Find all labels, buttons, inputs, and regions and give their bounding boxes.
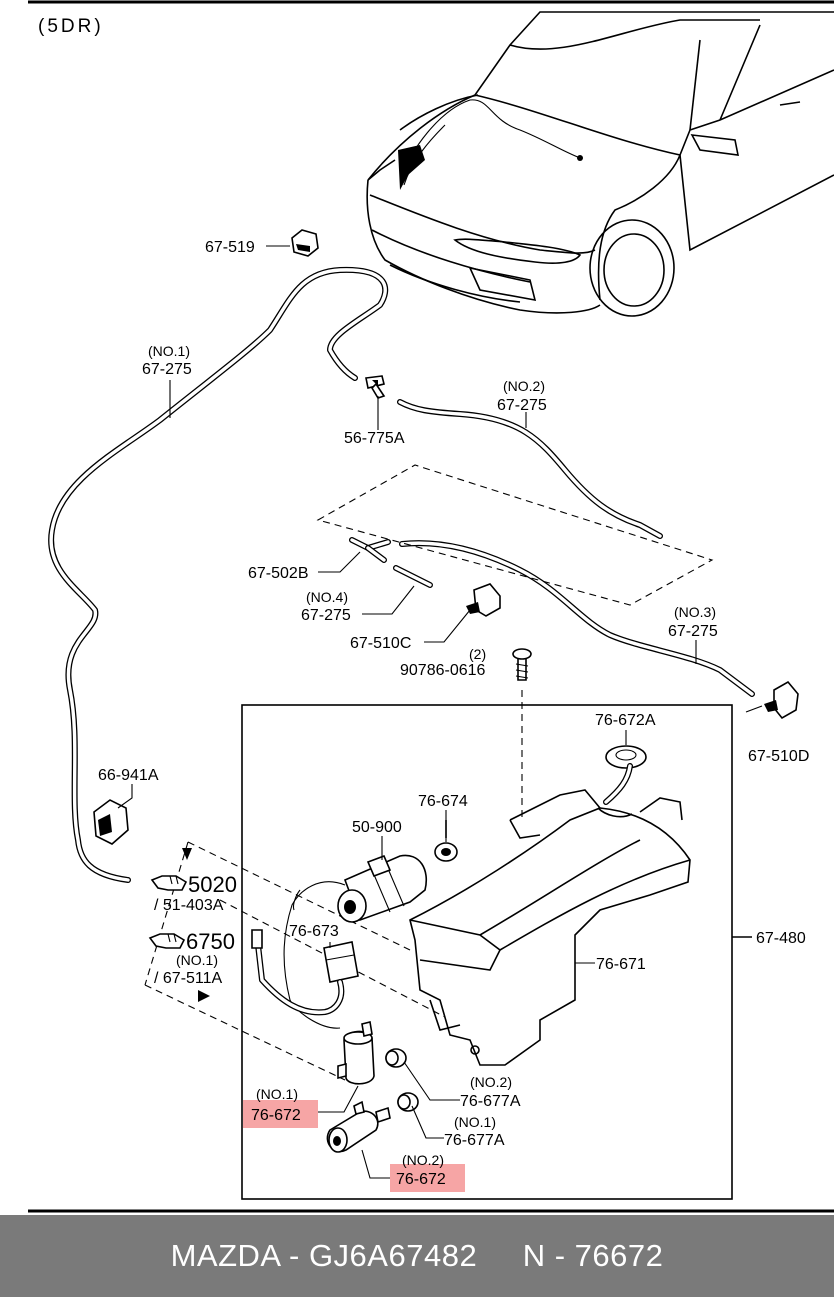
car-illustration [366, 11, 834, 317]
label-76-673: 76-673 [289, 923, 339, 940]
label-no1-d: (NO.1) [454, 1114, 496, 1130]
label-ref-51-403a: / 51-403A [154, 897, 224, 914]
label-67-275-c: 67-275 [301, 607, 351, 624]
label-no1-a: (NO.1) [148, 343, 190, 359]
label-67-275-b: 67-275 [497, 397, 547, 414]
part-76-672-pump-no1 [337, 1021, 375, 1085]
arrow-down-icon [182, 848, 192, 860]
footer-bar: MAZDA - GJ6A67482 N - 76672 [0, 1215, 834, 1297]
part-76-672a-cap [603, 745, 647, 805]
label-67-275-d: 67-275 [668, 623, 718, 640]
label-no2-a: (NO.2) [503, 378, 545, 394]
label-67-480: 67-480 [756, 930, 806, 947]
pointing-hand-icon [150, 875, 188, 891]
leader-lines [117, 245, 763, 1179]
hose-joint-67-502b [349, 537, 391, 563]
part-56-775a-tee [365, 375, 386, 399]
part-66-941a-clip [93, 799, 129, 845]
guide-line-3 [144, 984, 346, 1081]
part-76-673-connector [251, 929, 359, 1016]
part-67-510d-nozzle [764, 680, 799, 720]
label-76-677a-b: 76-677A [444, 1132, 505, 1149]
label-76-672-no2: 76-672 [396, 1171, 446, 1188]
variant-label: (5DR) [38, 16, 104, 37]
guide-line-2 [144, 841, 189, 986]
part-90786-0616-screw [512, 648, 532, 681]
part-76-674-grommet [434, 820, 458, 862]
label-no1-b: (NO.1) [176, 952, 218, 968]
label-76-672a: 76-672A [595, 712, 656, 729]
reservoir-assembly-frame [241, 704, 733, 1200]
label-67-510c: 67-510C [350, 635, 411, 652]
label-qty-2: (2) [469, 646, 486, 662]
label-no3: (NO.3) [674, 604, 716, 620]
part-76-677a-grommet-no2 [385, 1048, 407, 1068]
label-no1-c: (NO.1) [256, 1086, 298, 1102]
label-76-674: 76-674 [418, 793, 468, 810]
hose-no3 [399, 540, 755, 697]
label-67-275-a: 67-275 [142, 361, 192, 378]
part-67-480-reservoir-tank [409, 789, 691, 1066]
parts-diagram: (5DR) [28, 0, 834, 1213]
highlight-76-672-no2 [390, 1164, 465, 1192]
footer-part-number: MAZDA - GJ6A67482 N - 76672 [170, 1238, 664, 1273]
part-67-510c-nozzle [466, 583, 501, 617]
hose-no4 [393, 565, 433, 588]
hose-no1 [48, 266, 389, 883]
hose-no2 [397, 399, 663, 539]
pointing-hand-icon [148, 933, 186, 949]
label-76-677a-a: 76-677A [460, 1093, 521, 1110]
label-ref-67-511a: / 67-511A [154, 970, 223, 987]
highlight-76-672-no1 [243, 1100, 318, 1128]
label-66-941a: 66-941A [98, 767, 159, 784]
label-76-672-no1: 76-672 [251, 1107, 301, 1124]
guide-line-4 [219, 899, 471, 1031]
label-76-671: 76-671 [596, 956, 646, 973]
label-ref-5020: 5020 [188, 872, 237, 897]
label-90786-0616: 90786-0616 [400, 662, 486, 679]
label-ref-6750: 6750 [186, 929, 235, 954]
part-50-900-motor [283, 854, 427, 1029]
label-67-502b: 67-502B [248, 565, 309, 582]
label-67-510d: 67-510D [748, 748, 809, 765]
label-no4: (NO.4) [306, 589, 348, 605]
label-no2-c: (NO.2) [402, 1152, 444, 1168]
label-50-900: 50-900 [352, 819, 402, 836]
label-no2-b: (NO.2) [470, 1074, 512, 1090]
part-67-519-nozzle [291, 229, 319, 257]
guide-line-1 [187, 841, 411, 951]
arrow-right-icon [198, 990, 210, 1002]
dashed-assembly-outline [316, 464, 714, 606]
part-76-677a-grommet-no1 [397, 1092, 419, 1112]
label-67-519: 67-519 [205, 239, 255, 256]
label-56-775a: 56-775A [344, 430, 405, 447]
part-76-672-pump-no2 [326, 1100, 391, 1153]
